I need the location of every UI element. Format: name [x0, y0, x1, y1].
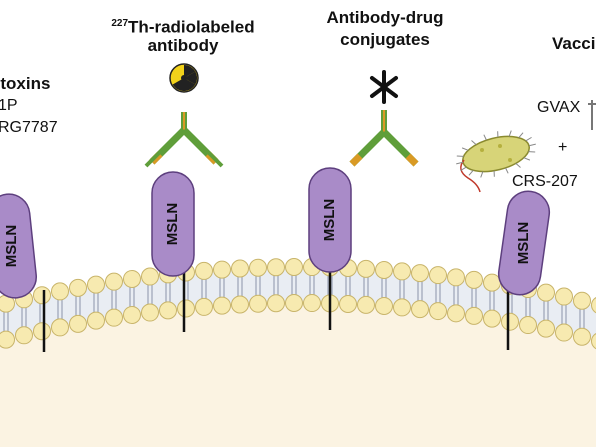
- lipid-head-outer: [465, 270, 483, 289]
- lipid-head-outer: [573, 291, 591, 310]
- msln-label: MSLN: [321, 199, 338, 242]
- vaccine-plus: +: [558, 139, 568, 156]
- lipid-head-outer: [483, 273, 501, 292]
- radiolabeled-line1: Th-radiolabeled: [128, 17, 255, 37]
- lipid-head-inner: [339, 294, 357, 313]
- lipid-head-outer: [141, 267, 159, 286]
- msln-receptor: MSLN: [308, 167, 352, 330]
- lipid-head-outer: [87, 275, 105, 294]
- lipid-head-outer: [231, 259, 249, 278]
- lipid-head-inner: [249, 294, 267, 313]
- lipid-head-outer: [357, 259, 375, 278]
- lipid-head-inner: [105, 308, 123, 327]
- lipid-bilayer-band: [0, 269, 596, 340]
- cell-interior: [0, 298, 596, 447]
- lipid-head-inner: [195, 297, 213, 316]
- lipid-head-inner: [213, 296, 231, 315]
- msln-body: [308, 167, 352, 273]
- lipid-head-outer: [555, 287, 573, 306]
- lipid-head-inner: [87, 311, 105, 330]
- msln-body: [151, 171, 195, 277]
- lipid-head-inner: [141, 303, 159, 322]
- lipid-head-outer: [267, 258, 285, 277]
- lipid-head-outer: [105, 272, 123, 291]
- radiolabeled-antibody: [144, 112, 224, 168]
- lipid-head-inner: [483, 309, 501, 328]
- lipid-head-inner: [501, 312, 519, 331]
- immunotoxins-title: otoxins: [0, 74, 51, 93]
- lipid-head-outer: [51, 282, 69, 301]
- lipid-head-outer: [285, 258, 303, 277]
- lipid-head-outer: [447, 268, 465, 287]
- lipid-head-outer: [69, 278, 87, 297]
- radioactive-icon: [169, 63, 199, 93]
- vaccine-crs207: CRS-207: [512, 173, 578, 190]
- msln-label: MSLN: [515, 222, 532, 265]
- lipid-head-inner: [51, 318, 69, 337]
- lipid-head-inner: [303, 294, 321, 313]
- lipid-head-outer: [195, 261, 213, 280]
- lipid-head-inner: [555, 323, 573, 342]
- lipid-head-outer: [393, 262, 411, 281]
- lipid-head-inner: [591, 333, 596, 350]
- lipid-head-inner: [285, 294, 303, 313]
- lipid-head-inner: [177, 299, 195, 318]
- adc-title-line2: conjugates: [340, 30, 430, 49]
- lipid-head-inner: [393, 298, 411, 317]
- lipid-head-outer: [591, 297, 596, 314]
- drug-payload-icon: [370, 70, 398, 104]
- lipid-head-inner: [465, 306, 483, 325]
- lipid-head-outer: [249, 258, 267, 277]
- bacterium-icon: [456, 130, 536, 193]
- lipid-head-inner: [159, 301, 177, 320]
- lipid-head-outer: [429, 266, 447, 285]
- msln-receptor: MSLN: [151, 171, 195, 332]
- radiolabeled-line2: antibody: [147, 36, 219, 55]
- vaccine-title: Vacci: [552, 34, 596, 53]
- radiolabeled-title: 227Th-radiolabeled: [98, 14, 268, 38]
- lipid-head-inner: [411, 300, 429, 319]
- lipid-head-inner: [357, 295, 375, 314]
- lipid-head-outer: [213, 260, 231, 279]
- gvax-icon: [588, 100, 596, 130]
- msln-receptor: MSLN: [0, 193, 46, 352]
- lipid-head-inner: [33, 322, 51, 341]
- lipid-head-inner: [15, 326, 33, 345]
- lipid-head-inner: [519, 316, 537, 335]
- msln-body: [497, 190, 551, 296]
- lipid-head-outer: [33, 286, 51, 305]
- lipid-head-inner: [537, 319, 555, 338]
- adc-title-line1: Antibody-drug: [326, 8, 444, 27]
- lipid-head-outer: [537, 283, 555, 302]
- msln-label: MSLN: [164, 203, 181, 246]
- lipid-head-outer: [123, 269, 141, 288]
- radiolabeled-superscript: 227: [111, 18, 129, 29]
- msln-label: MSLN: [3, 225, 20, 268]
- lipid-head-inner: [429, 302, 447, 321]
- lipid-head-outer: [411, 264, 429, 283]
- lipid-head-inner: [447, 304, 465, 323]
- lipid-head-inner: [267, 294, 285, 313]
- vaccine-gvax: GVAX: [537, 99, 581, 116]
- lipid-head-inner: [573, 327, 591, 346]
- immunotoxins-item-2: RG7787: [0, 119, 58, 136]
- lipid-head-outer: [375, 260, 393, 279]
- lipid-head-inner: [69, 314, 87, 333]
- lipid-head-inner: [231, 295, 249, 314]
- lipid-head-inner: [375, 296, 393, 315]
- msln-receptor: MSLN: [497, 190, 551, 350]
- lipid-head-inner: [0, 330, 15, 349]
- msln-body: [0, 193, 37, 299]
- immunotoxins-item-1: 1P: [0, 97, 18, 114]
- lipid-head-inner: [123, 305, 141, 324]
- adc-antibody: [349, 110, 419, 167]
